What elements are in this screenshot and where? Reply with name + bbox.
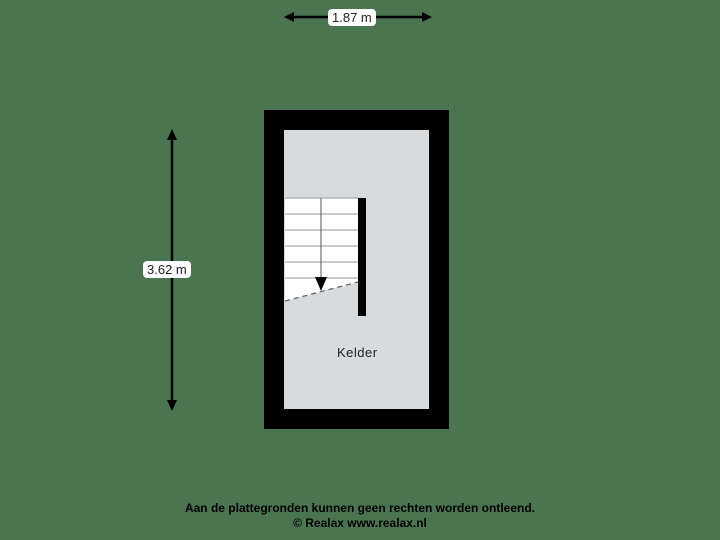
room-label-kelder: Kelder	[337, 345, 378, 360]
width-dimension-label: 1.87 m	[328, 9, 376, 26]
interior-wall	[358, 198, 366, 316]
footer-copyright: © Realax www.realax.nl	[293, 516, 427, 530]
staircase	[284, 197, 359, 302]
stair-direction-arrow-icon	[315, 277, 327, 291]
height-dimension-label: 3.62 m	[143, 261, 191, 278]
footer-disclaimer: Aan de plattegronden kunnen geen rechten…	[184, 501, 536, 515]
